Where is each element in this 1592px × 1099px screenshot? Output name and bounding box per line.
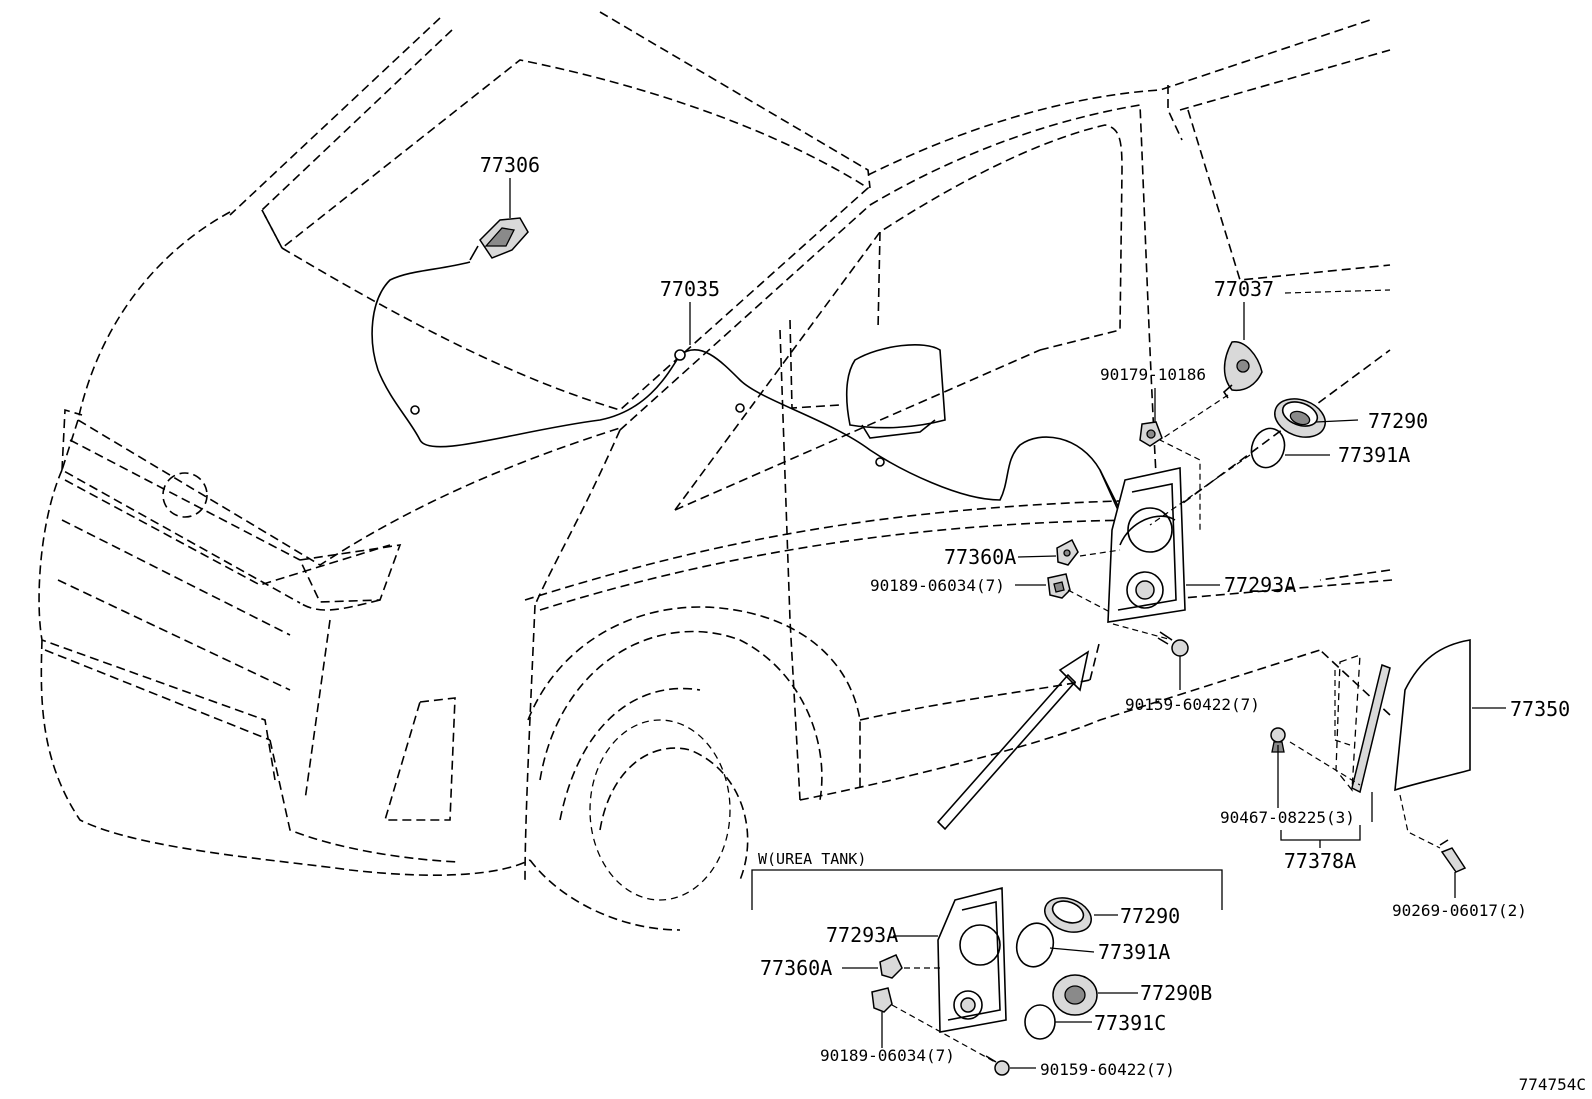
side-mirror <box>845 344 946 439</box>
leader-lines <box>509 178 1506 898</box>
label-90269-06017: 90269-06017(2) <box>1392 901 1527 920</box>
inset-label-77290b: 77290B <box>1140 981 1212 1005</box>
label-77035: 77035 <box>660 277 720 301</box>
inset-label-77290: 77290 <box>1120 904 1180 928</box>
clip-90269 <box>1439 839 1467 873</box>
fuel-lid-lock-assembly <box>1222 341 1263 399</box>
clip-90189 <box>1047 573 1071 599</box>
vehicle-body-outline <box>38 11 1393 931</box>
label-77360a: 77360A <box>944 545 1016 569</box>
urea-tank-inset: W(UREA TANK) <box>751 850 1223 1079</box>
inset-screw-90159 <box>985 1055 1010 1076</box>
fuel-filler-box-77293a <box>1107 467 1186 623</box>
label-77290: 77290 <box>1368 409 1428 433</box>
inset-label-90159-60422: 90159-60422(7) <box>1040 1060 1175 1079</box>
inset-gasket-77290b <box>1052 974 1098 1016</box>
inset-o-ring-77391c <box>1024 1004 1056 1040</box>
fuel-lid-opener-lever <box>469 217 529 261</box>
inset-label-90189-06034: 90189-06034(7) <box>820 1046 955 1065</box>
screw-90159 <box>1157 631 1189 657</box>
inset-label-77391a: 77391A <box>1098 940 1170 964</box>
label-90467-08225: 90467-08225(3) <box>1220 808 1355 827</box>
label-77293a: 77293A <box>1224 573 1296 597</box>
hinge-77378a <box>1335 654 1391 794</box>
location-arrow <box>936 650 1090 831</box>
inset-gasket-77290 <box>1044 897 1092 933</box>
nut-90179 <box>1139 421 1163 447</box>
label-90189-06034: 90189-06034(7) <box>870 576 1005 595</box>
label-77306: 77306 <box>480 153 540 177</box>
label-77350: 77350 <box>1510 697 1570 721</box>
inset-clip-77360a <box>879 954 903 979</box>
inset-o-ring-77391a <box>1015 922 1055 968</box>
fuel-lid-opener-cable <box>371 261 1121 511</box>
inset-clip-90189 <box>871 987 893 1013</box>
label-90179-10186: 90179-10186 <box>1100 365 1206 384</box>
o-ring-77391a <box>1250 427 1286 469</box>
label-77378a: 77378A <box>1284 849 1356 873</box>
inset-label-77360a: 77360A <box>760 956 832 980</box>
clip-77360a <box>1056 538 1079 566</box>
diagram-id: 774754C <box>1519 1075 1586 1094</box>
inset-fuel-filler-box <box>937 886 1007 1033</box>
inset-label-77391c: 77391C <box>1094 1011 1166 1035</box>
fuel-inlet-gasket-77290 <box>1274 398 1326 438</box>
label-77037: 77037 <box>1214 277 1274 301</box>
fuel-lid-77350 <box>1394 639 1471 792</box>
inset-label-77293a: 77293A <box>826 923 898 947</box>
label-77391a: 77391A <box>1338 443 1410 467</box>
label-90159-60422: 90159-60422(7) <box>1125 695 1260 714</box>
inset-title: W(UREA TANK) <box>758 850 866 868</box>
